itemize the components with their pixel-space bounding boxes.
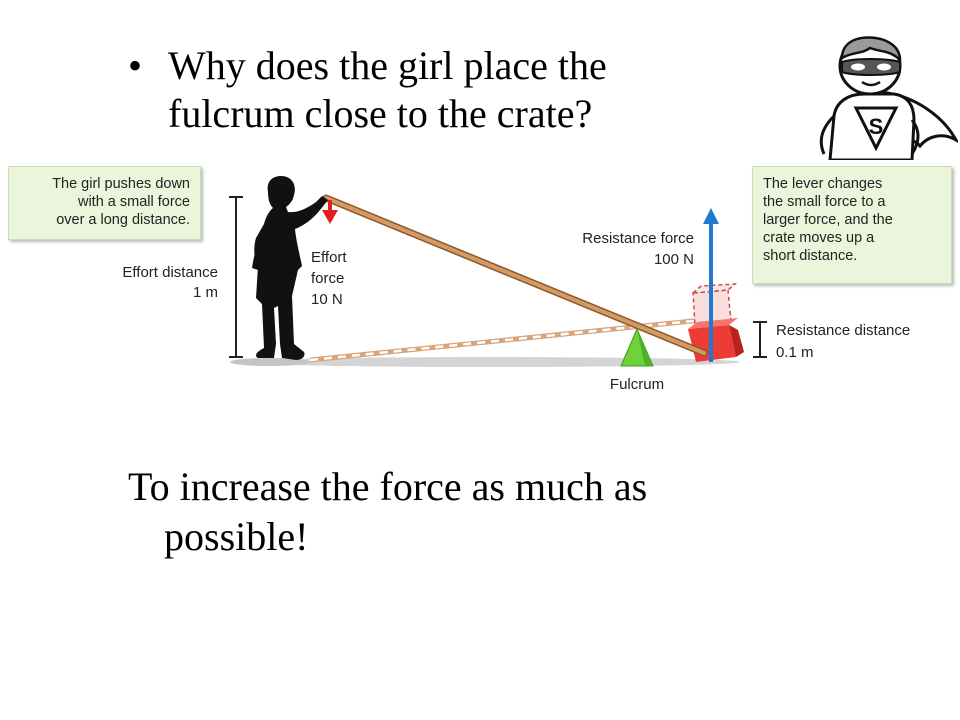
ground-shadow xyxy=(240,357,740,367)
crate-icon xyxy=(688,318,744,362)
fulcrum-triangle-icon xyxy=(620,327,654,367)
effort-force-line-2: force xyxy=(311,270,344,287)
resistance-force-arrow xyxy=(703,208,719,362)
lever-diagram: Effort distance 1 m Effort force 10 N Re… xyxy=(122,176,910,393)
right-callout-line-3: larger force, and the xyxy=(763,212,893,228)
answer-line-2: possible! xyxy=(164,514,309,559)
resistance-force-label: Resistance force xyxy=(582,230,694,247)
right-callout-line-1: The lever changes xyxy=(763,176,883,192)
effort-distance-label: Effort distance xyxy=(122,264,218,281)
girl-silhouette-icon xyxy=(252,176,328,360)
effort-force-line-1: Effort xyxy=(311,249,347,266)
answer-text: To increase the force as much as possibl… xyxy=(128,462,764,562)
fulcrum-label: Fulcrum xyxy=(610,376,664,393)
question-text: Why does the girl place the fulcrum clos… xyxy=(128,42,688,138)
right-callout-line-4: crate moves up a xyxy=(763,230,875,246)
question-line-2: fulcrum close to the crate? xyxy=(168,91,593,136)
resistance-distance-bracket xyxy=(753,321,767,358)
superhero-kid-icon: S xyxy=(819,36,958,160)
left-callout-box: The girl pushes down with a small force … xyxy=(8,166,201,240)
hero-emblem-letter: S xyxy=(869,114,884,139)
effort-force-arrow xyxy=(322,200,338,224)
answer-line-1: To increase the force as much as xyxy=(128,464,648,509)
left-callout-line-1: The girl pushes down xyxy=(52,176,190,192)
crate-raised-outline xyxy=(690,283,738,326)
right-callout-line-2: the small force to a xyxy=(763,194,886,210)
effort-force-value: 10 N xyxy=(311,291,343,308)
left-callout-line-2: with a small force xyxy=(77,194,190,210)
question-line-1: Why does the girl place the xyxy=(168,43,607,88)
effort-distance-bracket xyxy=(229,196,243,358)
resistance-force-value: 100 N xyxy=(654,251,694,268)
effort-distance-value: 1 m xyxy=(193,284,218,301)
right-callout-box: The lever changes the small force to a l… xyxy=(752,166,952,284)
left-callout-line-3: over a long distance. xyxy=(56,212,190,228)
bullet-dot: • xyxy=(128,43,143,88)
resistance-distance-label: Resistance distance xyxy=(776,322,910,339)
right-callout-line-5: short distance. xyxy=(763,248,858,264)
resistance-distance-value: 0.1 m xyxy=(776,344,814,361)
question-bullet: • Why does the girl place the fulcrum cl… xyxy=(128,42,688,138)
